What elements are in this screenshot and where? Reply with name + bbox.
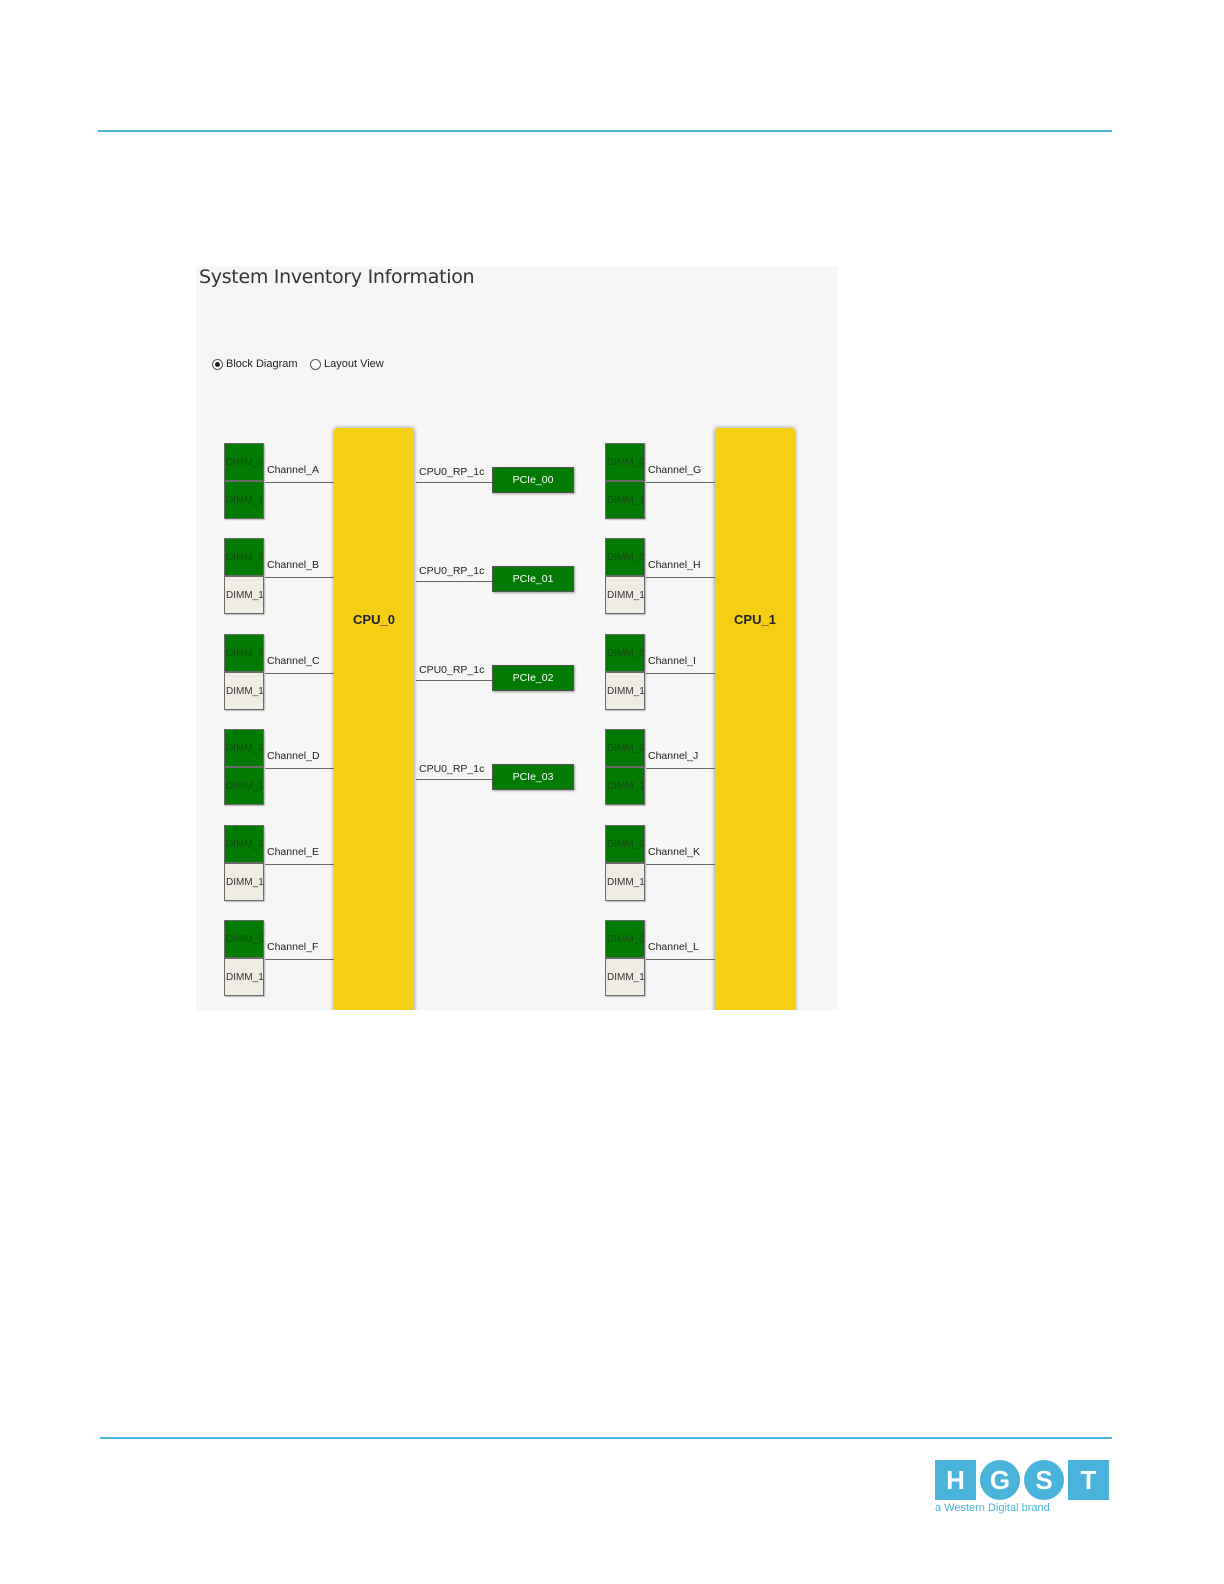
radio-unselected-icon[interactable] (310, 358, 321, 370)
root-port-label: CPU0_RP_1c (419, 763, 485, 775)
channel-label: Channel_I (648, 655, 696, 667)
cpu-0-block[interactable]: CPU_0 (334, 428, 414, 1010)
radio-selected-icon[interactable] (212, 358, 223, 370)
panel-title: System Inventory Information (199, 266, 475, 288)
dimm-slot[interactable]: DIMM_0 (224, 538, 264, 576)
cpu-1-block[interactable]: CPU_1 (715, 428, 795, 1010)
dimm-slot[interactable]: DIMM_1 (605, 576, 645, 614)
dimm-slot[interactable]: DIMM_0 (224, 729, 264, 767)
root-port-label: CPU0_RP_1c (419, 664, 485, 676)
channel-connector-line (265, 864, 334, 865)
dimm-slot[interactable]: DIMM_0 (605, 729, 645, 767)
dimm-slot[interactable]: DIMM_1 (224, 958, 264, 996)
pcie-slot-button[interactable]: PCIe_03 (492, 764, 574, 790)
logo-letter-h: H (935, 1460, 976, 1500)
channel-connector-line (646, 959, 715, 960)
channel-label: Channel_C (267, 655, 320, 667)
dimm-slot[interactable]: DIMM_0 (224, 634, 264, 672)
dimm-slot[interactable]: DIMM_1 (605, 672, 645, 710)
pcie-slot-button[interactable]: PCIe_00 (492, 467, 574, 493)
dimm-slot[interactable]: DIMM_1 (224, 672, 264, 710)
block-diagram-label: Block Diagram (226, 358, 298, 370)
channel-connector-line (265, 768, 334, 769)
logo-letter-t: T (1068, 1460, 1109, 1500)
dimm-slot[interactable]: DIMM_0 (605, 825, 645, 863)
channel-connector-line (265, 959, 334, 960)
channel-label: Channel_K (648, 846, 700, 858)
dimm-slot[interactable]: DIMM_1 (224, 767, 264, 805)
dimm-slot[interactable]: DIMM_0 (605, 634, 645, 672)
layout-view-label: Layout View (324, 358, 384, 370)
channel-label: Channel_F (267, 941, 319, 953)
logo-letter-s: S (1024, 1460, 1064, 1500)
dimm-slot[interactable]: DIMM_1 (605, 863, 645, 901)
layout-view-radio[interactable]: Layout View (310, 358, 384, 370)
hgst-logo: H G S T a Western Digital brand (935, 1460, 1109, 1514)
channel-connector-line (265, 482, 334, 483)
dimm-slot[interactable]: DIMM_1 (224, 863, 264, 901)
logo-letter-g: G (980, 1460, 1020, 1500)
channel-connector-line (646, 577, 715, 578)
dimm-slot[interactable]: DIMM_1 (224, 576, 264, 614)
channel-label: Channel_H (648, 559, 701, 571)
system-inventory-panel: System Inventory Information Block Diagr… (196, 266, 838, 1010)
channel-connector-line (646, 482, 715, 483)
pcie-connector-line (416, 680, 492, 681)
pcie-slot-button[interactable]: PCIe_01 (492, 566, 574, 592)
pcie-connector-line (416, 482, 492, 483)
channel-connector-line (265, 673, 334, 674)
dimm-slot[interactable]: DIMM_0 (605, 443, 645, 481)
channel-label: Channel_L (648, 941, 699, 953)
cpu-1-label: CPU_1 (734, 612, 776, 627)
channel-label: Channel_J (648, 750, 699, 762)
pcie-connector-line (416, 581, 492, 582)
channel-connector-line (646, 864, 715, 865)
channel-label: Channel_E (267, 846, 319, 858)
channel-connector-line (646, 768, 715, 769)
root-port-label: CPU0_RP_1c (419, 466, 485, 478)
dimm-slot[interactable]: DIMM_0 (224, 443, 264, 481)
root-port-label: CPU0_RP_1c (419, 565, 485, 577)
footer-rule (100, 1437, 1112, 1439)
dimm-slot[interactable]: DIMM_0 (224, 920, 264, 958)
channel-connector-line (646, 673, 715, 674)
dimm-slot[interactable]: DIMM_1 (605, 958, 645, 996)
header-rule (98, 130, 1112, 132)
dimm-slot[interactable]: DIMM_1 (605, 481, 645, 519)
channel-label: Channel_B (267, 559, 319, 571)
channel-label: Channel_G (648, 464, 702, 476)
dimm-slot[interactable]: DIMM_0 (224, 825, 264, 863)
pcie-slot-button[interactable]: PCIe_02 (492, 665, 574, 691)
channel-label: Channel_D (267, 750, 320, 762)
channel-connector-line (265, 577, 334, 578)
dimm-slot[interactable]: DIMM_1 (224, 481, 264, 519)
dimm-slot[interactable]: DIMM_0 (605, 538, 645, 576)
dimm-slot[interactable]: DIMM_1 (605, 767, 645, 805)
logo-tagline: a Western Digital brand (935, 1502, 1050, 1514)
block-diagram-radio[interactable]: Block Diagram (212, 358, 298, 370)
dimm-slot[interactable]: DIMM_0 (605, 920, 645, 958)
channel-label: Channel_A (267, 464, 319, 476)
pcie-connector-line (416, 779, 492, 780)
cpu-0-label: CPU_0 (353, 612, 395, 627)
